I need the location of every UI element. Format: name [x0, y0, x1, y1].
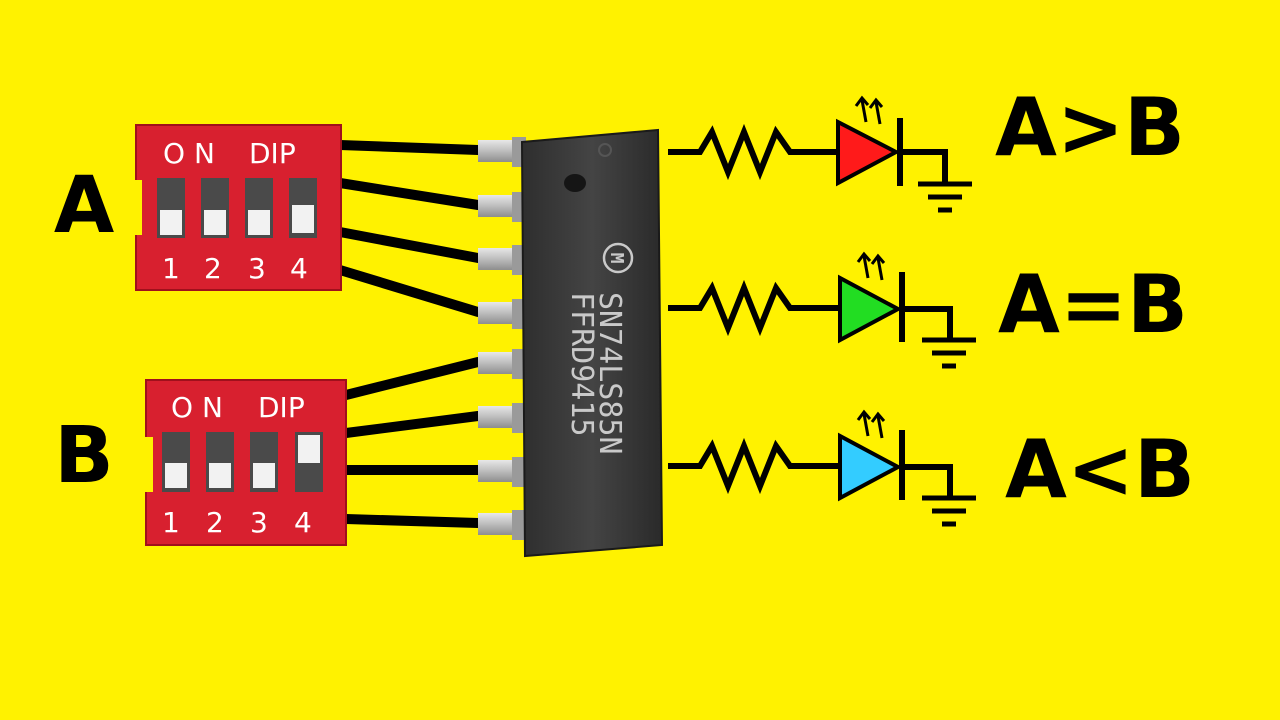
input-b-label: B — [54, 411, 113, 501]
wire-a2 — [335, 178, 483, 210]
dip-b-number-4: 4 — [294, 506, 312, 539]
dip-a-number-1: 1 — [162, 252, 180, 285]
chip-pin-5 — [478, 349, 526, 379]
wire-b2 — [341, 411, 483, 438]
chip-pin-1 — [478, 137, 526, 167]
dip-a-toggles — [157, 178, 317, 238]
output-label-greater: A>B — [995, 81, 1185, 174]
wire-b1 — [341, 357, 483, 400]
led-1 — [836, 118, 901, 187]
led-1-arrows-icon — [854, 95, 884, 125]
wire-a4 — [335, 265, 483, 317]
dip-a-knob-2[interactable] — [204, 210, 226, 235]
output-row-greater — [668, 95, 972, 213]
dip-switch-b[interactable]: O N DIP 1 2 3 4 — [139, 379, 347, 546]
chip-notch — [598, 143, 612, 157]
dip-b-number-1: 1 — [162, 506, 180, 539]
dip-a-number-3: 3 — [248, 252, 266, 285]
chip-pin-3 — [478, 245, 526, 275]
chip-pin-8 — [478, 510, 526, 540]
chip-pin1-dot — [564, 174, 586, 192]
dip-switch-a[interactable]: O N DIP 1 2 3 4 — [128, 124, 342, 291]
resistor-1 — [668, 123, 836, 181]
dip-a-knob-1[interactable] — [160, 210, 182, 235]
chip-logo: M — [606, 253, 627, 264]
chip-pins — [478, 137, 526, 540]
resistor-3 — [668, 437, 838, 495]
led-2-arrows-icon — [856, 251, 886, 281]
dip-b-toggles — [162, 432, 323, 492]
dip-a-number-4: 4 — [290, 252, 308, 285]
dip-b-type-label: DIP — [258, 391, 305, 424]
chip-pin-4 — [478, 299, 526, 329]
output-row-equal — [668, 251, 976, 369]
wire-a3 — [335, 227, 483, 263]
chip-pin-7 — [478, 457, 526, 487]
dip-a-number-2: 2 — [204, 252, 222, 285]
dip-b-on-label: O N — [171, 391, 223, 424]
dip-b-knob-4[interactable] — [298, 435, 320, 463]
motorola-logo-icon — [602, 242, 634, 274]
dip-b-knob-2[interactable] — [209, 463, 231, 488]
chip-date-code: FFRD9415 — [564, 292, 599, 437]
led-2 — [838, 274, 903, 344]
output-label-equal: A=B — [998, 258, 1188, 351]
output-row-less — [668, 409, 976, 527]
output-label-less: A<B — [1005, 423, 1195, 516]
dip-a-knob-4[interactable] — [292, 205, 314, 233]
dip-b-number-3: 3 — [250, 506, 268, 539]
ic-chip: M SN74LS85N FFRD9415 — [520, 128, 664, 558]
chip-pin-6 — [478, 403, 526, 433]
wire-b4 — [341, 514, 483, 528]
dip-a-on-label: O N — [163, 137, 215, 170]
resistor-2 — [668, 279, 838, 337]
dip-b-knob-3[interactable] — [253, 463, 275, 488]
led-3-arrows-icon — [856, 409, 886, 439]
dip-b-number-2: 2 — [206, 506, 224, 539]
chip-part-number: SN74LS85N — [592, 292, 627, 455]
input-a-label: A — [54, 161, 114, 251]
input-wires — [335, 140, 483, 528]
dip-b-knob-1[interactable] — [165, 463, 187, 488]
dip-a-knob-3[interactable] — [248, 210, 270, 235]
wire-a1 — [335, 140, 483, 155]
led-3 — [838, 432, 903, 502]
dip-a-type-label: DIP — [249, 137, 296, 170]
chip-pin-2 — [478, 192, 526, 222]
